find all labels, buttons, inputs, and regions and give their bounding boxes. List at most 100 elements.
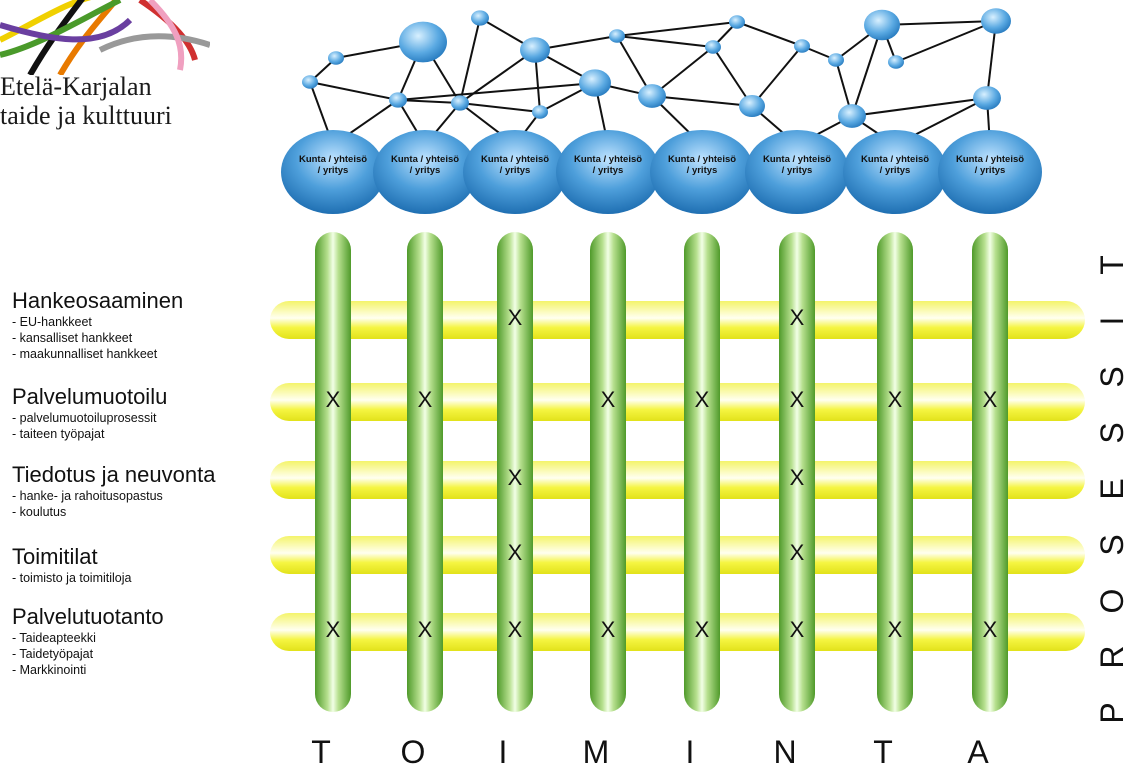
org-node-2 — [373, 130, 477, 214]
network-link — [651, 95, 753, 107]
org-node-label: Kunta / yhteisö / yritys — [762, 154, 832, 176]
network-node — [328, 51, 344, 65]
process-label-1: Hankeosaaminen - EU-hankkeet - kansalliset… — [12, 288, 183, 362]
activity-bar-7 — [877, 232, 913, 712]
process-bar-4 — [270, 536, 1085, 574]
process-label-2: Palvelumuotoilu - palvelumuotoiluprosessi… — [12, 384, 167, 442]
network-node — [739, 94, 765, 118]
network-node — [888, 55, 904, 69]
org-node-1 — [281, 130, 385, 214]
matrix-mark: X — [507, 305, 523, 330]
activity-letter: I — [685, 734, 695, 770]
logo-line-1: Etelä-Karjalan — [0, 72, 152, 101]
org-node-5 — [650, 130, 754, 214]
matrix-mark: X — [325, 617, 341, 642]
network-node — [471, 10, 489, 26]
matrix-mark: X — [789, 465, 805, 490]
activity-bar-5 — [684, 232, 720, 712]
process-bar-5 — [270, 613, 1085, 651]
process-axis-letter: P — [1094, 702, 1130, 724]
matrix-mark: X — [417, 617, 433, 642]
process-title: Palvelumuotoilu — [12, 384, 168, 409]
matrix-mark: X — [887, 387, 903, 412]
process-axis-letter: S — [1094, 534, 1130, 556]
org-node-7 — [843, 130, 947, 214]
process-axis-letter: S — [1094, 366, 1130, 388]
process-bars — [270, 301, 1085, 651]
activity-bar-4 — [590, 232, 626, 712]
activity-letter: T — [873, 734, 893, 770]
process-axis-letter: E — [1094, 478, 1130, 500]
network-link — [397, 99, 461, 104]
network-node — [828, 53, 844, 67]
matrix-mark: X — [789, 305, 805, 330]
network-nodes — [302, 8, 1011, 128]
matrix-mark: X — [325, 387, 341, 412]
network-node — [838, 104, 866, 128]
process-subitem: - taiteen työpajat — [12, 427, 105, 441]
org-node-label: Kunta / yhteisö / yritys — [667, 154, 737, 176]
network-node — [451, 95, 469, 111]
network-link — [459, 17, 481, 104]
activity-bar-2 — [407, 232, 443, 712]
process-subitem: - palvelumuotoiluprosessit — [12, 411, 157, 425]
process-axis-letter: T — [1094, 255, 1130, 275]
network-node — [609, 29, 625, 43]
logo: Etelä-Karjalan taide ja kulttuuri — [0, 0, 210, 140]
org-node-label: Kunta / yhteisö / yritys — [298, 154, 368, 176]
process-subitem: - maakunnalliset hankkeet — [12, 347, 158, 361]
process-title: Tiedotus ja neuvonta — [12, 462, 216, 487]
process-bar-3 — [270, 461, 1085, 499]
network-link — [459, 102, 541, 113]
matrix-mark: X — [789, 387, 805, 412]
matrix-mark: X — [507, 465, 523, 490]
org-node-label: Kunta / yhteisö / yritys — [860, 154, 930, 176]
org-node-3 — [463, 130, 567, 214]
logo-line-2: taide ja kulttuuri — [0, 101, 172, 130]
activity-letter: M — [582, 734, 610, 770]
process-subitem: - toimisto ja toimitiloja — [12, 571, 132, 585]
process-subitem: - Taidetyöpajat — [12, 647, 94, 661]
matrix-mark: X — [600, 617, 616, 642]
network-link — [751, 45, 803, 107]
matrix-mark: X — [789, 617, 805, 642]
activity-bars — [315, 232, 1008, 712]
network-node — [729, 15, 745, 29]
activity-letter: A — [967, 734, 989, 770]
matrix-mark: X — [507, 540, 523, 565]
process-title: Hankeosaaminen — [12, 288, 184, 313]
org-node-label: Kunta / yhteisö / yritys — [955, 154, 1025, 176]
network-link — [309, 81, 399, 101]
activity-letter: N — [773, 734, 797, 770]
network-node — [705, 40, 721, 54]
network-node — [302, 75, 318, 89]
process-title: Palvelutuotanto — [12, 604, 164, 629]
network-node — [864, 9, 900, 41]
network-link — [851, 24, 883, 117]
activity-bar-3 — [497, 232, 533, 712]
process-subitem: - kansalliset hankkeet — [12, 331, 133, 345]
matrix-mark: X — [507, 617, 523, 642]
matrix-mark: X — [694, 387, 710, 412]
organization-nodes — [281, 130, 1042, 214]
network-node — [389, 92, 407, 108]
network-link — [986, 20, 997, 99]
network-link — [895, 20, 997, 63]
network-link — [736, 21, 803, 47]
network-node — [532, 105, 548, 119]
process-subitem: - EU-hankkeet — [12, 315, 92, 329]
org-node-8 — [938, 130, 1042, 214]
matrix-mark: X — [982, 617, 998, 642]
activity-letter: I — [498, 734, 508, 770]
network-link — [881, 20, 997, 26]
process-bar-2 — [270, 383, 1085, 421]
org-node-label: Kunta / yhteisö / yritys — [390, 154, 460, 176]
network-node — [973, 86, 1001, 110]
network-link — [712, 46, 753, 107]
process-label-5: Palvelutuotanto - Taideapteekki - Taidetyö… — [12, 604, 164, 678]
process-subitem: - Markkinointi — [12, 663, 87, 677]
process-subitem: - Taideapteekki — [12, 631, 96, 645]
network-node — [638, 84, 666, 108]
org-node-4 — [556, 130, 660, 214]
